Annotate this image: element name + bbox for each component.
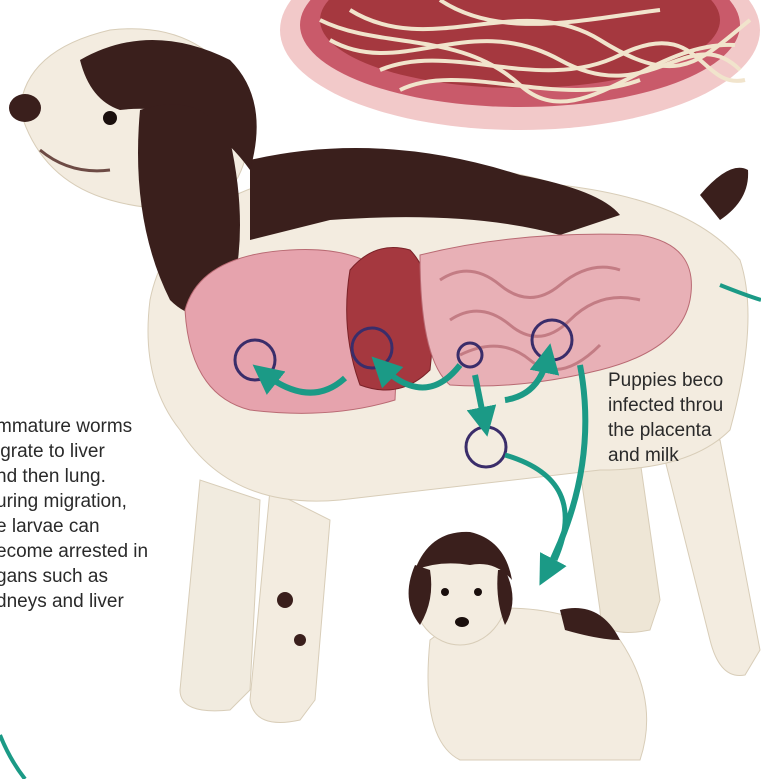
transmission-caption: Puppies beco infected throu the placenta…	[608, 368, 723, 468]
caption-line: infected throu	[608, 393, 723, 418]
migration-caption: mmature worms igrate to liver nd then lu…	[0, 414, 148, 614]
caption-line: ecome arrested in	[0, 539, 148, 564]
caption-line: nd then lung.	[0, 464, 148, 489]
caption-line: gans such as	[0, 564, 148, 589]
caption-line: mmature worms	[0, 414, 148, 439]
caption-line: the placenta	[608, 418, 723, 443]
caption-line: dneys and liver	[0, 589, 148, 614]
intestine-worms-inset	[280, 0, 760, 130]
caption-line: e larvae can	[0, 514, 148, 539]
caption-line: igrate to liver	[0, 439, 148, 464]
edge-arc-left	[0, 735, 25, 779]
caption-line: and milk	[608, 443, 723, 468]
caption-line: uring migration,	[0, 489, 148, 514]
caption-line: Puppies beco	[608, 368, 723, 393]
